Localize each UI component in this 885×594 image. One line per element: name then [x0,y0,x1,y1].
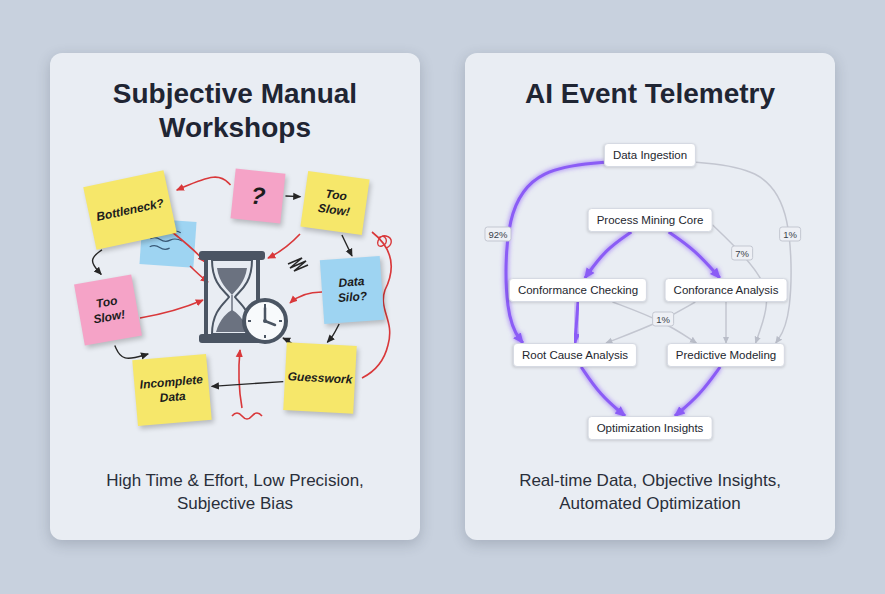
note-text: Too Slow! [305,184,365,222]
note-text: Too Slow! [80,291,136,330]
process-label: Conforance Analysis [674,283,779,297]
process-box: Optimization Insights [588,416,713,440]
process-box: Conforance Analysis [665,278,788,302]
edge-label: 1% [652,312,674,327]
panel-title: Subjective Manual Workshops [70,77,400,145]
sticky-note: Data Silo? [320,256,384,324]
note-text: Incomplete Data [137,372,207,408]
panel-card: AI Event TelemetryReal-time Data, Object… [465,53,835,540]
edge-label: 7% [731,246,753,261]
process-box: Conformance Checking [509,278,647,302]
sticky-note: Incomplete Data [132,354,211,426]
panel-card: Subjective Manual WorkshopsHigh Time & E… [50,53,420,540]
panel-caption: High Time & Effort, Low Precision, Subje… [75,469,395,515]
sticky-note: Bottleneck? [83,170,177,250]
process-label: Optimization Insights [597,421,704,435]
process-box: Predictive Modeling [667,343,785,367]
process-label: Conformance Checking [518,283,638,297]
process-label: Process Mining Core [597,213,704,227]
note-text: ? [249,182,266,209]
note-text: Data Silo? [324,273,380,307]
note-text: Bottleneck? [95,196,165,225]
process-label: Root Cause Analysis [522,348,628,362]
sticky-note: ? [231,169,286,224]
process-label: Data Ingestion [613,148,687,162]
sticky-note: Guesswork [283,342,356,414]
process-box: Data Ingestion [604,143,696,167]
sticky-note: Too Slow! [300,171,369,235]
panel-title: AI Event Telemetry [485,77,815,111]
note-text: Guesswork [287,369,352,387]
panel-caption: Real-time Data, Objective Insights, Auto… [490,469,810,515]
process-box: Root Cause Analysis [513,343,637,367]
process-label: Predictive Modeling [676,348,776,362]
process-box: Process Mining Core [588,208,713,232]
sticky-note: Too Slow! [74,274,142,345]
edge-label: 1% [779,227,801,242]
edge-label: 92% [484,227,511,242]
